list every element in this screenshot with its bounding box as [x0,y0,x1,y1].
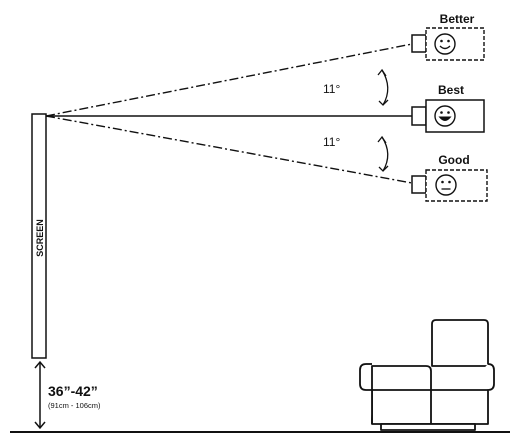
armchair-icon [359,319,495,431]
big-smile-face-icon [434,105,456,127]
height-label: 36”-42” [48,383,98,399]
projector-label-best: Best [438,83,464,97]
projection-line-better [45,43,413,117]
projector-label-good: Good [438,153,469,167]
projector-good: Good [411,153,488,202]
projector-label-better: Better [440,12,475,26]
angle-label-lower: 11° [323,135,340,149]
angle-label-upper: 11° [323,82,340,96]
screen: SCREEN [31,113,47,359]
neutral-face-icon [435,174,457,196]
smile-face-icon [434,33,456,55]
height-sublabel: (91cm - 106cm) [48,401,101,410]
projector-better: Better [411,12,485,61]
projection-line-good [45,115,413,184]
screen-label: SCREEN [35,219,45,257]
angle-arrow-lower [377,135,389,172]
projector-best: Best [411,83,485,133]
height-arrow [34,360,46,430]
angle-arrow-upper [377,68,389,106]
